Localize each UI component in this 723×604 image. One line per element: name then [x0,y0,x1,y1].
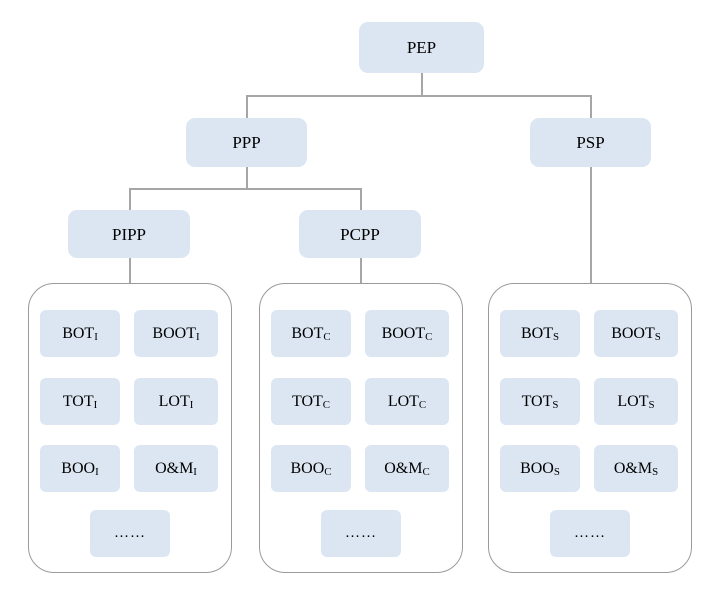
leaf-lot-s[interactable]: LOTS [594,378,678,425]
leaf-label: TOTC [291,392,331,412]
leaf-tot-c[interactable]: TOTC [271,378,351,425]
node-psp-label: PSP [576,133,605,152]
leaf-label: BOTI [62,324,98,344]
leaf-label: BOOS [520,459,560,479]
node-pcpp[interactable]: PCPP [299,210,421,258]
leaf-boot-s[interactable]: BOOTS [594,310,678,357]
leaf-label: BOOTC [381,324,433,344]
node-pipp[interactable]: PIPP [68,210,190,258]
leaf-label: TOTS [521,392,559,412]
connector-psp-drop [590,95,592,118]
leaf-ellipsis-c[interactable]: …… [321,510,401,557]
leaf-label: …… [574,525,606,541]
node-psp[interactable]: PSP [530,118,651,167]
node-ppp[interactable]: PPP [186,118,307,167]
node-pcpp-label: PCPP [340,224,380,244]
leaf-boot-c[interactable]: BOOTC [365,310,449,357]
leaf-label: BOTS [520,324,560,344]
leaf-bot-c[interactable]: BOTC [271,310,351,357]
leaf-label: BOOTS [611,324,661,344]
leaf-label: …… [345,525,377,541]
leaf-tot-i[interactable]: TOTI [40,378,120,425]
leaf-label: LOTI [158,392,194,412]
node-pep[interactable]: PEP [359,22,484,73]
leaf-label: …… [114,525,146,541]
leaf-label: O&MC [384,459,430,479]
leaf-ellipsis-s[interactable]: …… [550,510,630,557]
leaf-label: BOOTI [152,324,200,344]
leaf-label: LOTC [387,392,427,412]
leaf-lot-i[interactable]: LOTI [134,378,218,425]
node-ppp-label: PPP [232,133,261,152]
connector-pep-bus [246,95,592,97]
connector-pipp-drop [129,188,131,210]
node-pep-label: PEP [406,38,437,57]
node-pipp-label: PIPP [111,224,147,244]
leaf-boo-i[interactable]: BOOI [40,445,120,492]
leaf-label: LOTS [617,392,655,412]
leaf-label: BOTC [291,324,331,344]
leaf-om-s[interactable]: O&MS [594,445,678,492]
leaf-boot-i[interactable]: BOOTI [134,310,218,357]
leaf-om-c[interactable]: O&MC [365,445,449,492]
group-container-pipp [28,283,232,573]
connector-pep-stem [421,73,423,96]
leaf-om-i[interactable]: O&MI [134,445,218,492]
connector-pcpp-drop [360,188,362,210]
leaf-lot-c[interactable]: LOTC [365,378,449,425]
leaf-boo-s[interactable]: BOOS [500,445,580,492]
connector-psp-to-group-s [590,167,592,283]
leaf-bot-s[interactable]: BOTS [500,310,580,357]
connector-pcpp-to-group-c [360,258,362,283]
leaf-label: O&MI [155,459,197,479]
group-container-psp [488,283,692,573]
connector-pipp-to-group-i [129,258,131,283]
connector-ppp-bus [129,188,362,190]
leaf-bot-i[interactable]: BOTI [40,310,120,357]
connector-ppp-drop [246,95,248,118]
connector-ppp-stem [246,167,248,188]
leaf-boo-c[interactable]: BOOC [271,445,351,492]
leaf-label: BOOI [61,459,99,479]
group-container-pcpp [259,283,463,573]
leaf-tot-s[interactable]: TOTS [500,378,580,425]
leaf-label: TOTI [62,392,98,412]
leaf-label: BOOC [290,459,332,479]
leaf-ellipsis-i[interactable]: …… [90,510,170,557]
leaf-label: O&MS [613,459,659,479]
